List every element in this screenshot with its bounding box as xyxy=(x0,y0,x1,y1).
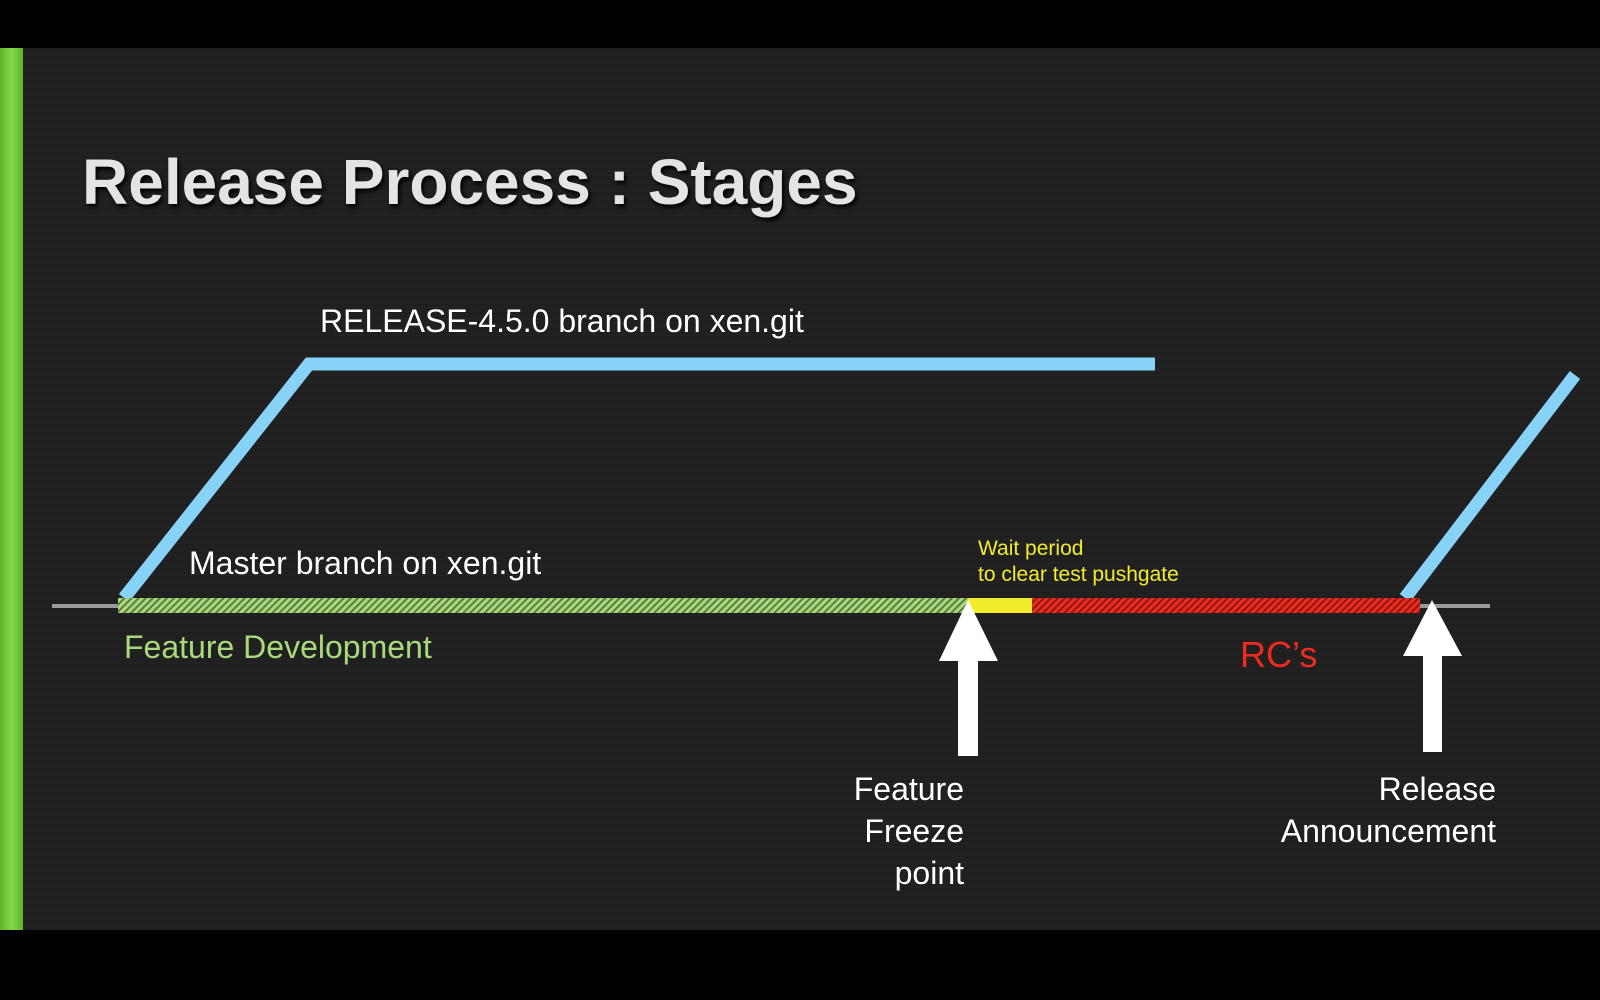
master-branch-label: Master branch on xen.git xyxy=(189,545,542,581)
wait-period-bar xyxy=(968,598,1032,613)
release-arrow-icon xyxy=(1403,600,1462,752)
wait-period-line: to clear test pushgate xyxy=(978,563,1179,586)
feature-development-bar xyxy=(118,598,968,613)
slide-background xyxy=(0,48,1600,930)
release-announcement-label: Release Announcement xyxy=(1240,768,1496,852)
feature-freeze-label: Feature Freeze point xyxy=(830,768,964,894)
wait-period-line: Wait period xyxy=(978,537,1084,560)
feature-freeze-arrow-icon xyxy=(939,600,998,756)
release-branch-label: RELEASE-4.5.0 branch on xen.git xyxy=(320,303,804,339)
label-line: Feature xyxy=(853,771,964,807)
label-line: Announcement xyxy=(1280,813,1496,849)
label-line: point xyxy=(894,855,964,891)
feature-development-label: Feature Development xyxy=(124,629,432,665)
next-branch-line xyxy=(1399,371,1581,602)
release-branch-line xyxy=(118,357,1155,603)
wait-period-label: Wait period to clear test pushgate xyxy=(978,536,1179,588)
slide-title: Release Process : Stages xyxy=(82,146,858,218)
label-line: Freeze xyxy=(864,813,964,849)
accent-bar xyxy=(0,48,23,930)
label-line: Release xyxy=(1378,771,1496,807)
rc-bar xyxy=(1032,598,1420,613)
rc-label: RC’s xyxy=(1240,634,1318,675)
